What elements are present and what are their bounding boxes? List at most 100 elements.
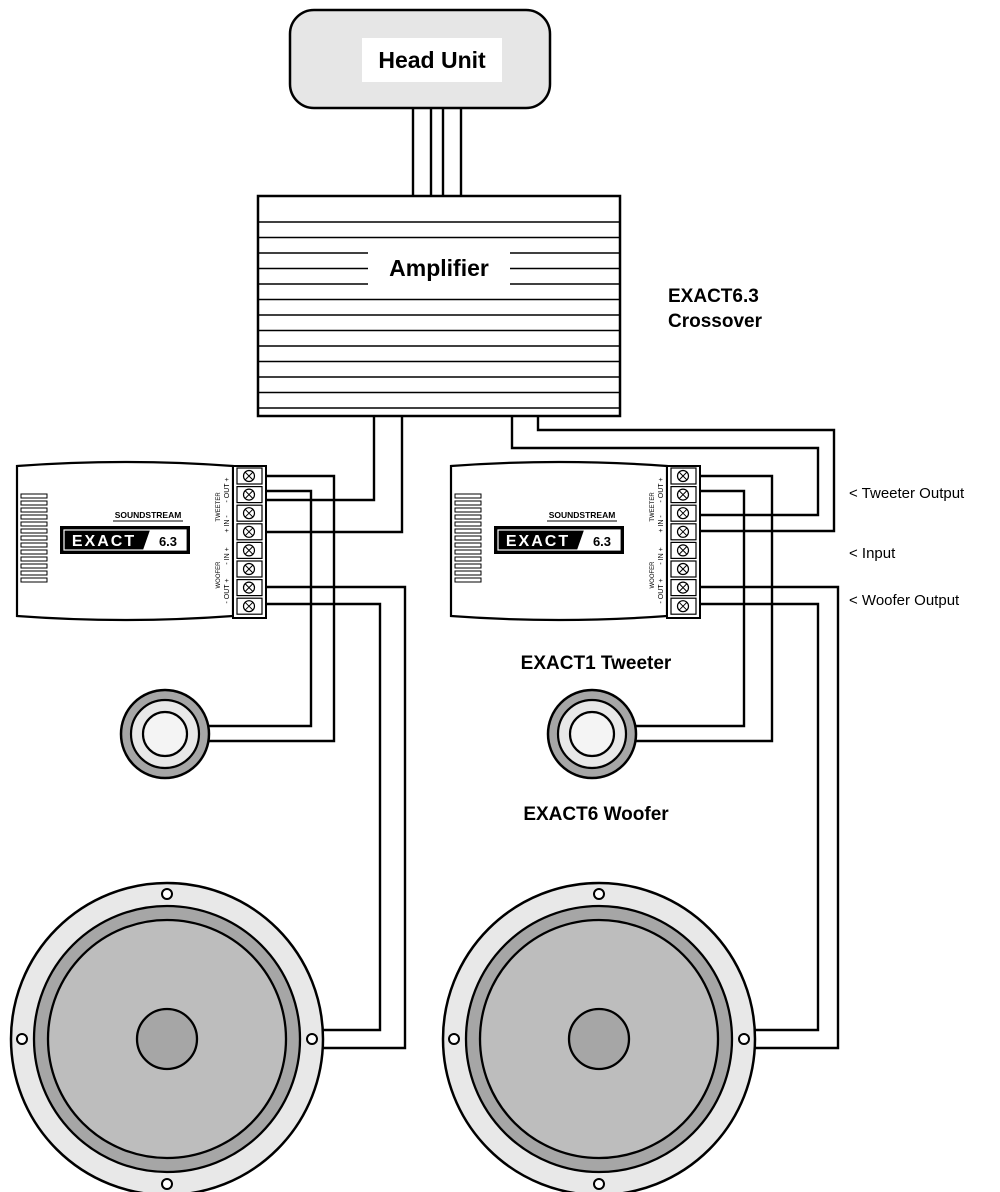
- mounting-hole: [16, 1033, 28, 1045]
- terminal-screw-head: [244, 546, 254, 555]
- wire-amp-to-right-crossover-b: [536, 416, 836, 533]
- wire-amp-to-left-crossover-a: [266, 416, 376, 502]
- woofer-right: [441, 881, 757, 1192]
- tweeter-right: [546, 688, 638, 780]
- speaker-wiring: [208, 416, 840, 1050]
- mounting-hole: [161, 1178, 173, 1190]
- vent-slot: [454, 521, 482, 527]
- amplifier-label: Amplifier: [389, 255, 489, 281]
- crossover-brand: SOUNDSTREAM: [115, 510, 182, 520]
- wire-left-tweeter-out-b: [208, 489, 313, 728]
- terminal-screw-head: [678, 490, 688, 499]
- terminal-screw-head: [678, 546, 688, 555]
- terminal-tweeter-out-label: - OUT +: [224, 478, 231, 503]
- crossover-model: EXACT: [72, 533, 136, 550]
- section-woofer-label: WOOFER: [650, 561, 656, 589]
- vent-slot: [20, 521, 48, 527]
- vent-slot: [454, 577, 482, 583]
- woofer-title: EXACT6 Woofer: [523, 804, 669, 825]
- terminal-tweeter-in-label: + IN -: [658, 515, 665, 533]
- crossover-title-line-2: Crossover: [668, 311, 763, 332]
- vent-slot: [454, 563, 482, 569]
- terminal-screw-head: [244, 564, 254, 574]
- mounting-hole: [161, 888, 173, 900]
- crossover-vents: [20, 493, 48, 583]
- terminal-screw-head: [678, 564, 688, 574]
- terminal-screw-head: [678, 601, 688, 611]
- vent-slot: [20, 577, 48, 583]
- terminal-screw-head: [244, 527, 254, 537]
- terminal-screw-head: [678, 508, 688, 518]
- wire-right-tweeter-out-a: [634, 474, 774, 743]
- vent-slot: [454, 493, 482, 499]
- tweeter-title: EXACT1 Tweeter: [521, 653, 672, 674]
- section-tweeter-label: TWEETER: [650, 492, 656, 522]
- wire-left-woofer-out-b: [266, 602, 382, 1032]
- vent-slot: [454, 549, 482, 555]
- vent-slot: [454, 556, 482, 562]
- vent-slot: [454, 500, 482, 506]
- vent-slot: [20, 514, 48, 520]
- vent-slot: [454, 514, 482, 520]
- terminal-block: [232, 465, 267, 619]
- vent-slot: [454, 535, 482, 541]
- wire-amp-to-right-crossover-a: [510, 416, 820, 517]
- section-woofer-label: WOOFER: [216, 561, 222, 589]
- vent-slot: [454, 542, 482, 548]
- vent-slot: [454, 570, 482, 576]
- wire-left-woofer-out-a: [266, 585, 407, 1050]
- vent-slot: [20, 549, 48, 555]
- vent-slot: [20, 570, 48, 576]
- terminal-woofer-in-label: - IN +: [224, 547, 231, 564]
- section-tweeter-label: TWEETER: [216, 492, 222, 522]
- terminal-tweeter-in-label: + IN -: [224, 515, 231, 533]
- crossover-model: EXACT: [506, 533, 570, 550]
- terminal-screw-head: [678, 527, 688, 537]
- vent-slot: [20, 563, 48, 569]
- terminal-screw-head: [244, 601, 254, 611]
- terminal-screw-head: [678, 471, 688, 481]
- mounting-hole: [448, 1033, 460, 1045]
- head-unit-label-plate: [362, 38, 502, 82]
- head-unit: Head Unit: [288, 8, 552, 110]
- vent-slot: [20, 528, 48, 534]
- amplifier: Amplifier: [256, 194, 622, 418]
- vent-slot: [20, 556, 48, 562]
- vent-slot: [20, 500, 48, 506]
- terminal-screw-head: [244, 490, 254, 499]
- terminal-woofer-in-label: - IN +: [658, 547, 665, 564]
- terminal-screw-head: [244, 471, 254, 481]
- vent-slot: [20, 542, 48, 548]
- terminal-screw-head: [244, 508, 254, 518]
- wire-right-woofer-out-a: [697, 585, 840, 1050]
- tweeter-left: [119, 688, 211, 780]
- vent-slot: [20, 535, 48, 541]
- wire-left-tweeter-out-a: [208, 474, 336, 743]
- mounting-hole: [593, 1178, 605, 1190]
- vent-slot: [20, 507, 48, 513]
- callout-input: < Input: [849, 545, 896, 562]
- wire-right-tweeter-out-b: [634, 489, 746, 728]
- head-unit-label: Head Unit: [378, 47, 486, 73]
- crossover-vents: [454, 493, 482, 583]
- mounting-hole: [738, 1033, 750, 1045]
- crossover-left: SOUNDSTREAM EXACT 6.3 - OUT + + IN - - I…: [15, 460, 267, 622]
- terminal-block: [666, 465, 701, 619]
- terminal-woofer-out-label: - OUT +: [224, 579, 231, 604]
- vent-slot: [454, 528, 482, 534]
- wire-right-woofer-out-b: [697, 602, 820, 1032]
- terminal-woofer-out-label: - OUT +: [658, 579, 665, 604]
- mounting-hole: [593, 888, 605, 900]
- terminal-screw-head: [244, 583, 254, 592]
- head-unit-cable: [411, 108, 463, 196]
- mounting-hole: [306, 1033, 318, 1045]
- vent-slot: [454, 507, 482, 513]
- crossover-title-line-1: EXACT6.3: [668, 286, 759, 307]
- terminal-tweeter-out-label: - OUT +: [658, 478, 665, 503]
- amplifier-label-plate: [368, 246, 510, 290]
- terminal-screw-head: [678, 583, 688, 592]
- callout-woofer-output: < Woofer Output: [849, 592, 960, 609]
- crossover-right: SOUNDSTREAM EXACT 6.3 - OUT + + IN - - I…: [449, 460, 701, 622]
- callout-tweeter-output: < Tweeter Output: [849, 485, 965, 502]
